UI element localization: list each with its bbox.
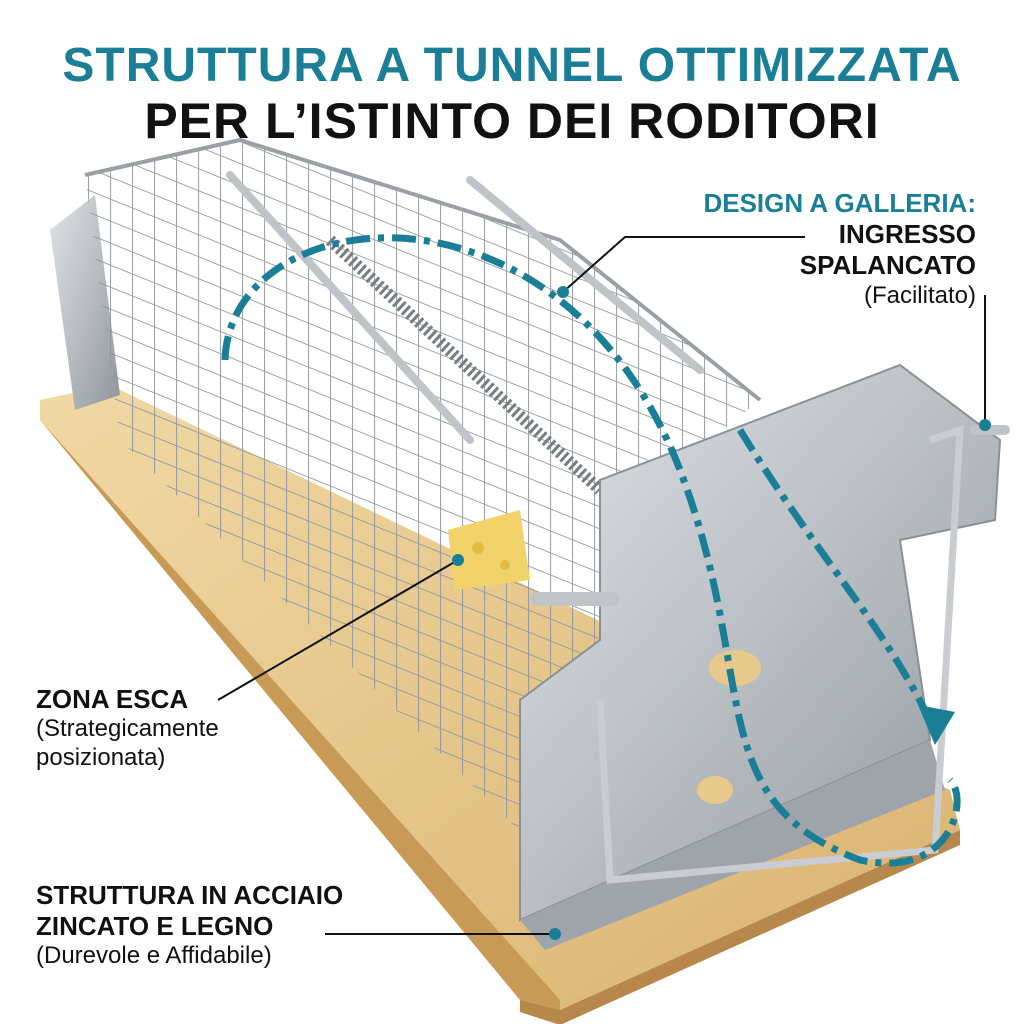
title-line-2: PER L’ISTINTO DEI RODITORI <box>144 93 880 149</box>
material-line2: ZINCATO E LEGNO <box>36 911 274 942</box>
design-note: (Facilitato) <box>863 281 976 309</box>
entry-path-arrow <box>221 234 961 867</box>
callout-leaders <box>217 236 991 940</box>
cheese-bait-icon <box>448 510 530 590</box>
design-heading: DESIGN A GALLERIA: <box>703 188 976 218</box>
title-line-1: STRUTTURA A TUNNEL OTTIMIZZATA <box>62 39 962 92</box>
bait-note-2: posizionata) <box>36 743 166 771</box>
callout-design: DESIGN A GALLERIA: INGRESSO SPALANCATO (… <box>703 188 976 310</box>
callout-material: STRUTTURA IN ACCIAIO ZINCATO E LEGNO (Du… <box>36 880 343 971</box>
inner-path-arrow <box>737 428 934 722</box>
material-line1: STRUTTURA IN ACCIAIO <box>36 880 344 910</box>
bait-note-1: (Strategicamente <box>36 715 219 743</box>
material-note: (Durevole e Affidabile) <box>36 942 272 970</box>
callout-bait: ZONA ESCA (Strategicamente posizionata) <box>36 684 219 773</box>
spring-rod <box>325 235 605 495</box>
back-plate <box>50 195 120 410</box>
bait-heading: ZONA ESCA <box>36 684 189 714</box>
design-line2: SPALANCATO <box>799 250 976 281</box>
design-line1: INGRESSO <box>838 219 976 250</box>
